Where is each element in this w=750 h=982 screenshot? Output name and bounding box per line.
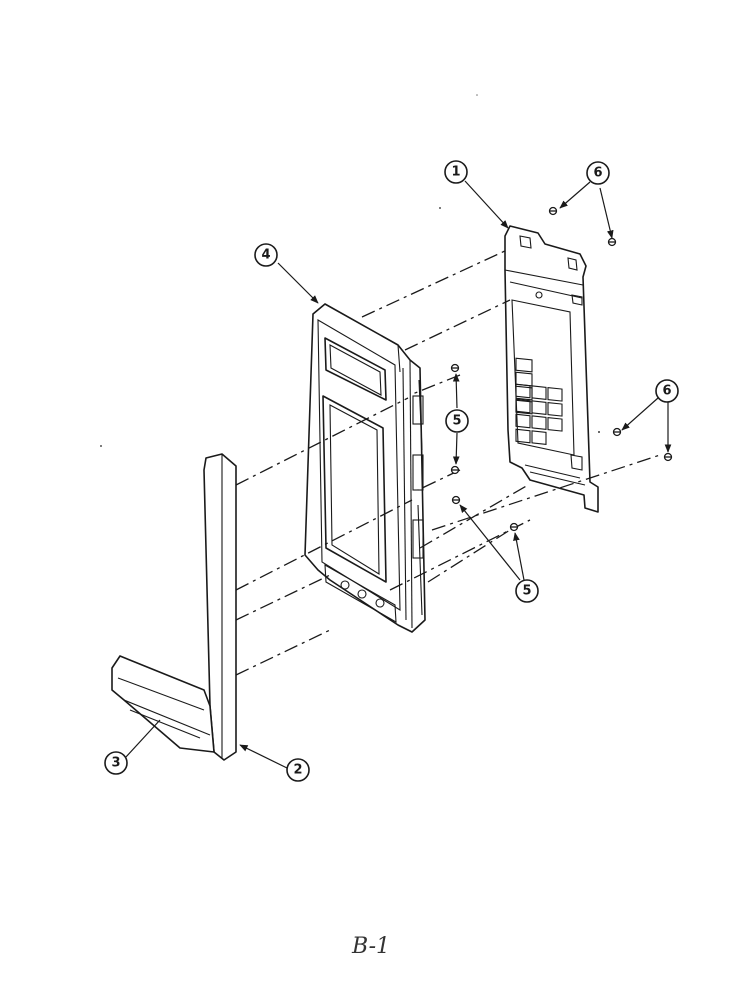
- callout-5-lower: 5: [515, 579, 539, 603]
- front-panel-frame: [304, 303, 426, 633]
- svg-text:3: 3: [111, 756, 120, 771]
- side-trim-and-base: [111, 453, 237, 761]
- control-panel-board: [504, 225, 599, 513]
- screw: [450, 206, 673, 532]
- callout-5-upper: 5: [445, 409, 469, 433]
- svg-text:5: 5: [522, 584, 531, 599]
- leader-lines: [124, 180, 672, 769]
- speck: [439, 207, 441, 209]
- svg-text:5: 5: [452, 414, 461, 429]
- assembly-lines: [235, 249, 661, 676]
- callout-6-upper: 6: [586, 161, 610, 185]
- svg-text:2: 2: [293, 763, 302, 778]
- page-code: B-1: [351, 934, 390, 959]
- svg-text:6: 6: [662, 384, 671, 399]
- callout-3: 3: [104, 751, 128, 775]
- speck: [476, 94, 478, 96]
- svg-text:4: 4: [261, 248, 270, 263]
- svg-text:1: 1: [451, 165, 460, 180]
- svg-text:6: 6: [593, 166, 602, 181]
- callout-2: 2: [286, 758, 310, 782]
- callout-4: 4: [254, 243, 278, 267]
- speck: [100, 445, 102, 447]
- callout-1: 1: [444, 160, 468, 184]
- callout-6-lower: 6: [655, 379, 679, 403]
